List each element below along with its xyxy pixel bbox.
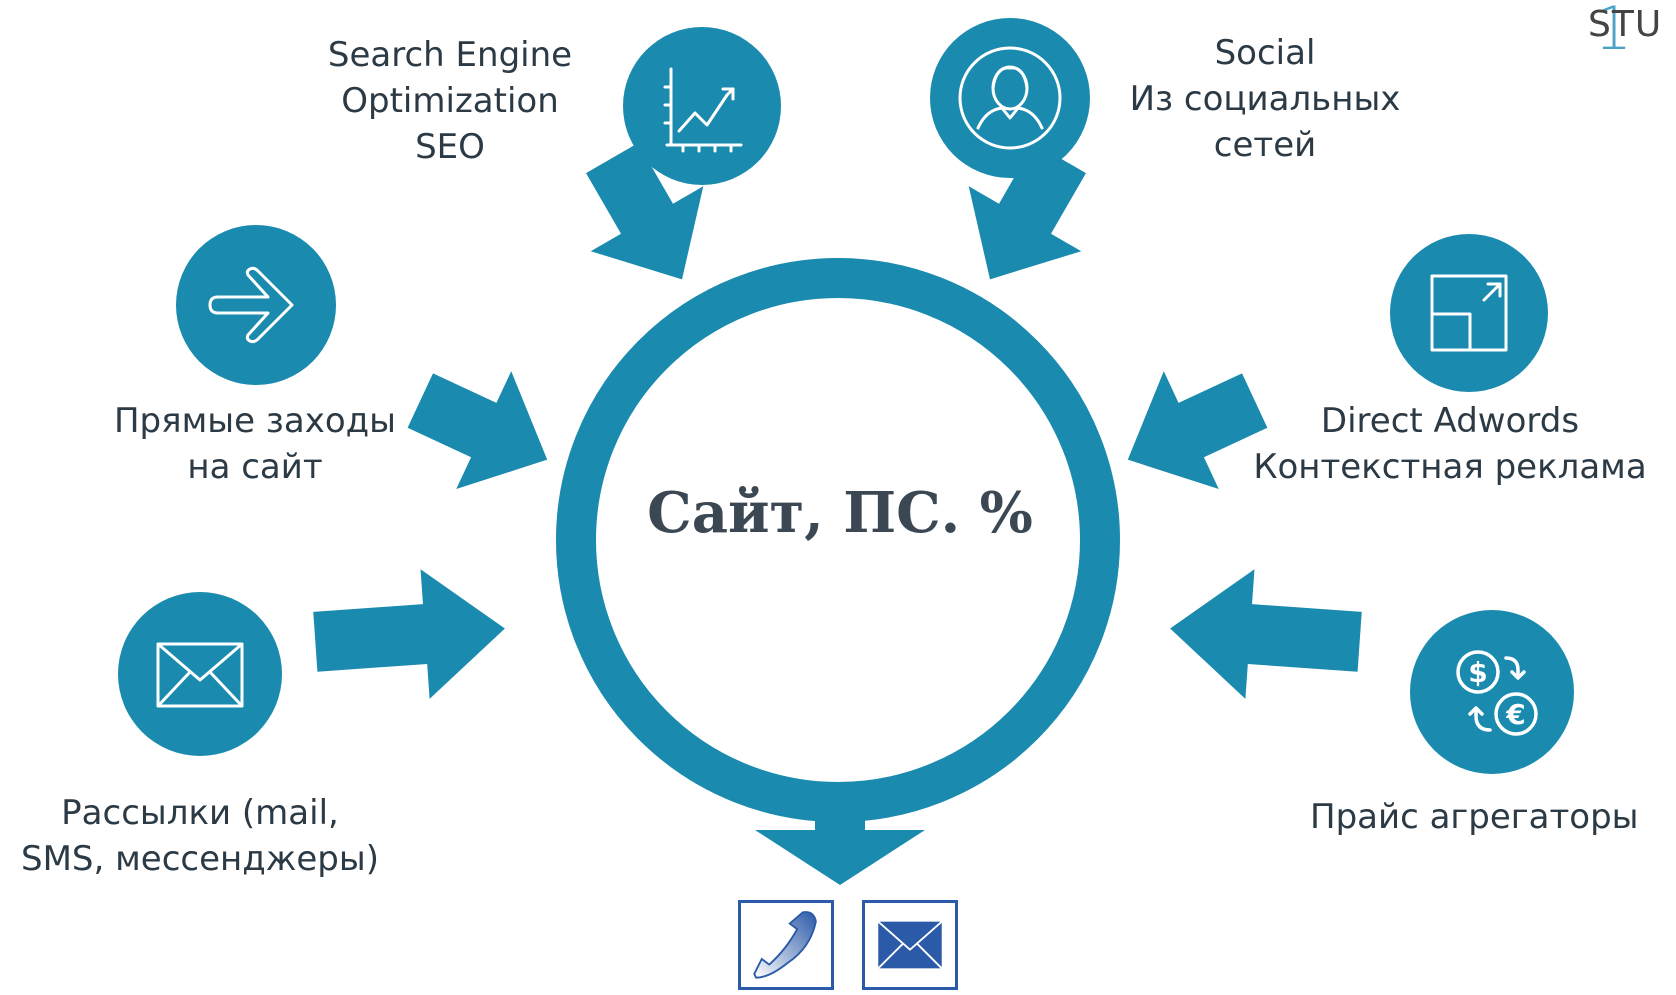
brand-digit: 1 xyxy=(1594,0,1633,64)
mailing-label-line-2: SMS, мессенджеры) xyxy=(21,839,379,879)
email-button[interactable] xyxy=(862,900,958,990)
arrow-from-direct xyxy=(407,371,548,490)
chart-growth-icon xyxy=(663,67,743,153)
phone-icon xyxy=(753,911,817,979)
arrow-from-adwords xyxy=(1127,371,1268,490)
mailing-circle xyxy=(118,592,282,756)
price-label-line-1: Прайс агрегаторы xyxy=(1310,797,1639,837)
social-label-line-3: сетей xyxy=(1213,125,1317,165)
email-icon xyxy=(877,920,943,969)
direct-circle xyxy=(176,225,336,385)
seo-label-line-3: SEO xyxy=(415,127,485,167)
seo-label: Search Engine Optimization SEO xyxy=(300,32,600,170)
mailing-label: Рассылки (mail, SMS, мессенджеры) xyxy=(0,790,400,882)
mailing-label-line-1: Рассылки (mail, xyxy=(61,793,339,833)
adwords-label-line-2: Контекстная реклама xyxy=(1253,447,1647,487)
expand-window-icon xyxy=(1430,274,1508,352)
arrow-from-seo xyxy=(586,143,704,280)
seo-label-line-2: Optimization xyxy=(341,81,559,121)
seo-label-line-1: Search Engine xyxy=(327,35,573,75)
center-label: Сайт, ПС. % xyxy=(647,480,1033,546)
adwords-label-line-1: Direct Adwords xyxy=(1320,401,1580,441)
arrow-from-mailing xyxy=(313,569,505,699)
phone-button[interactable] xyxy=(738,900,834,990)
direct-label-line-2: на сайт xyxy=(187,447,323,487)
direct-label-line-1: Прямые заходы xyxy=(113,401,396,441)
social-label-line-1: Social xyxy=(1214,33,1316,73)
adwords-label: Direct Adwords Контекстная реклама xyxy=(1240,398,1660,490)
svg-text:$: $ xyxy=(1468,656,1487,689)
envelope-icon xyxy=(156,642,244,708)
currency-exchange-icon: $ € xyxy=(1456,650,1538,736)
arrow-right-icon xyxy=(208,266,294,344)
arrow-from-social xyxy=(968,143,1086,280)
price-circle: $ € xyxy=(1410,610,1574,774)
social-circle xyxy=(930,18,1090,178)
direct-label: Прямые заходы на сайт xyxy=(95,398,415,490)
social-label-line-2: Из социальных xyxy=(1129,79,1401,119)
adwords-circle xyxy=(1390,234,1548,392)
price-label: Прайс агрегаторы xyxy=(1310,794,1676,840)
user-profile-icon xyxy=(958,46,1062,150)
arrow-to-contacts xyxy=(755,798,925,885)
brand-text: STU xyxy=(1588,4,1663,45)
arrow-from-price xyxy=(1170,569,1362,699)
social-label: Social Из социальных сетей xyxy=(1105,30,1425,168)
seo-circle xyxy=(623,27,781,185)
svg-text:€: € xyxy=(1505,698,1525,731)
